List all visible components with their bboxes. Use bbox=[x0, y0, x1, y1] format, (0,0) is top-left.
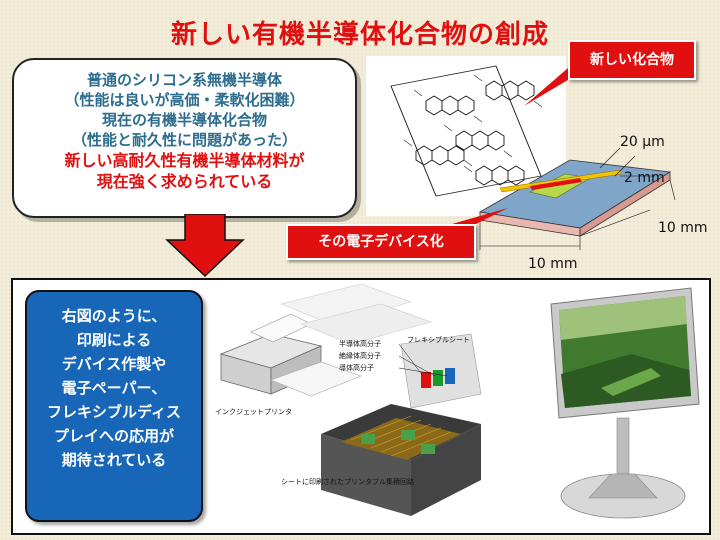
insulator-label: 絶縁体高分子 bbox=[339, 351, 381, 360]
intro-line: （性能は良いが高価・柔軟化困難） bbox=[64, 91, 305, 109]
intro-emphasis: 新しい高耐久性有機半導体材料が bbox=[64, 151, 305, 170]
dimension-substrate-depth: 10 mm bbox=[658, 220, 708, 236]
callout-pointer-icon bbox=[524, 62, 578, 106]
printing-illustration: フレキシブルシート 半導体高分子 絶縁体高分子 導体高分子 インクジェットプリン… bbox=[215, 284, 482, 516]
application-line: フレキシブルディス bbox=[47, 403, 181, 421]
application-line: デバイス作製や bbox=[61, 355, 167, 373]
application-line: 右図のように、 bbox=[61, 307, 167, 325]
intro-box: 普通のシリコン系無機半導体 （性能は良いが高価・柔軟化困難） 現在の有機半導体化… bbox=[12, 58, 357, 218]
new-compound-label: 新しい化合物 bbox=[568, 40, 696, 80]
flexible-sheet-label: フレキシブルシート bbox=[407, 335, 470, 344]
dimension-substrate-width: 10 mm bbox=[528, 256, 578, 272]
dimension-channel-width: 20 μm bbox=[620, 134, 665, 150]
application-text-box: 右図のように、 印刷による デバイス作製や 電子ペーパー、 フレキシブルディス … bbox=[25, 290, 203, 522]
intro-line: （性能と耐久性に問題があった） bbox=[71, 131, 297, 149]
intro-emphasis: 現在強く求められている bbox=[96, 172, 273, 191]
flexible-display-illustration bbox=[550, 287, 700, 519]
semiconductor-label: 半導体高分子 bbox=[339, 339, 381, 348]
intro-line: 現在の有機半導体化合物 bbox=[101, 111, 267, 129]
intro-line: 普通のシリコン系無機半導体 bbox=[86, 71, 282, 89]
application-line: 印刷による bbox=[76, 331, 152, 349]
conductor-label: 導体高分子 bbox=[339, 363, 374, 372]
application-line: 期待されている bbox=[61, 451, 167, 469]
slide-title: 新しい有機半導体化合物の創成 bbox=[170, 20, 549, 50]
device-label: その電子デバイス化 bbox=[286, 224, 476, 260]
application-line: 電子ペーパー、 bbox=[61, 379, 167, 397]
dimension-channel-length: 2 mm bbox=[624, 170, 665, 186]
application-line: プレイへの応用が bbox=[53, 427, 174, 445]
printed-circuit-label: シートに印刷されたプリンタブル集積回路 bbox=[281, 477, 414, 486]
down-arrow-icon bbox=[165, 214, 245, 278]
application-panel: 右図のように、 印刷による デバイス作製や 電子ペーパー、 フレキシブルディス … bbox=[11, 278, 711, 535]
inkjet-printer-icon bbox=[219, 313, 362, 397]
inkjet-printer-label: インクジェットプリンタ bbox=[215, 407, 292, 416]
